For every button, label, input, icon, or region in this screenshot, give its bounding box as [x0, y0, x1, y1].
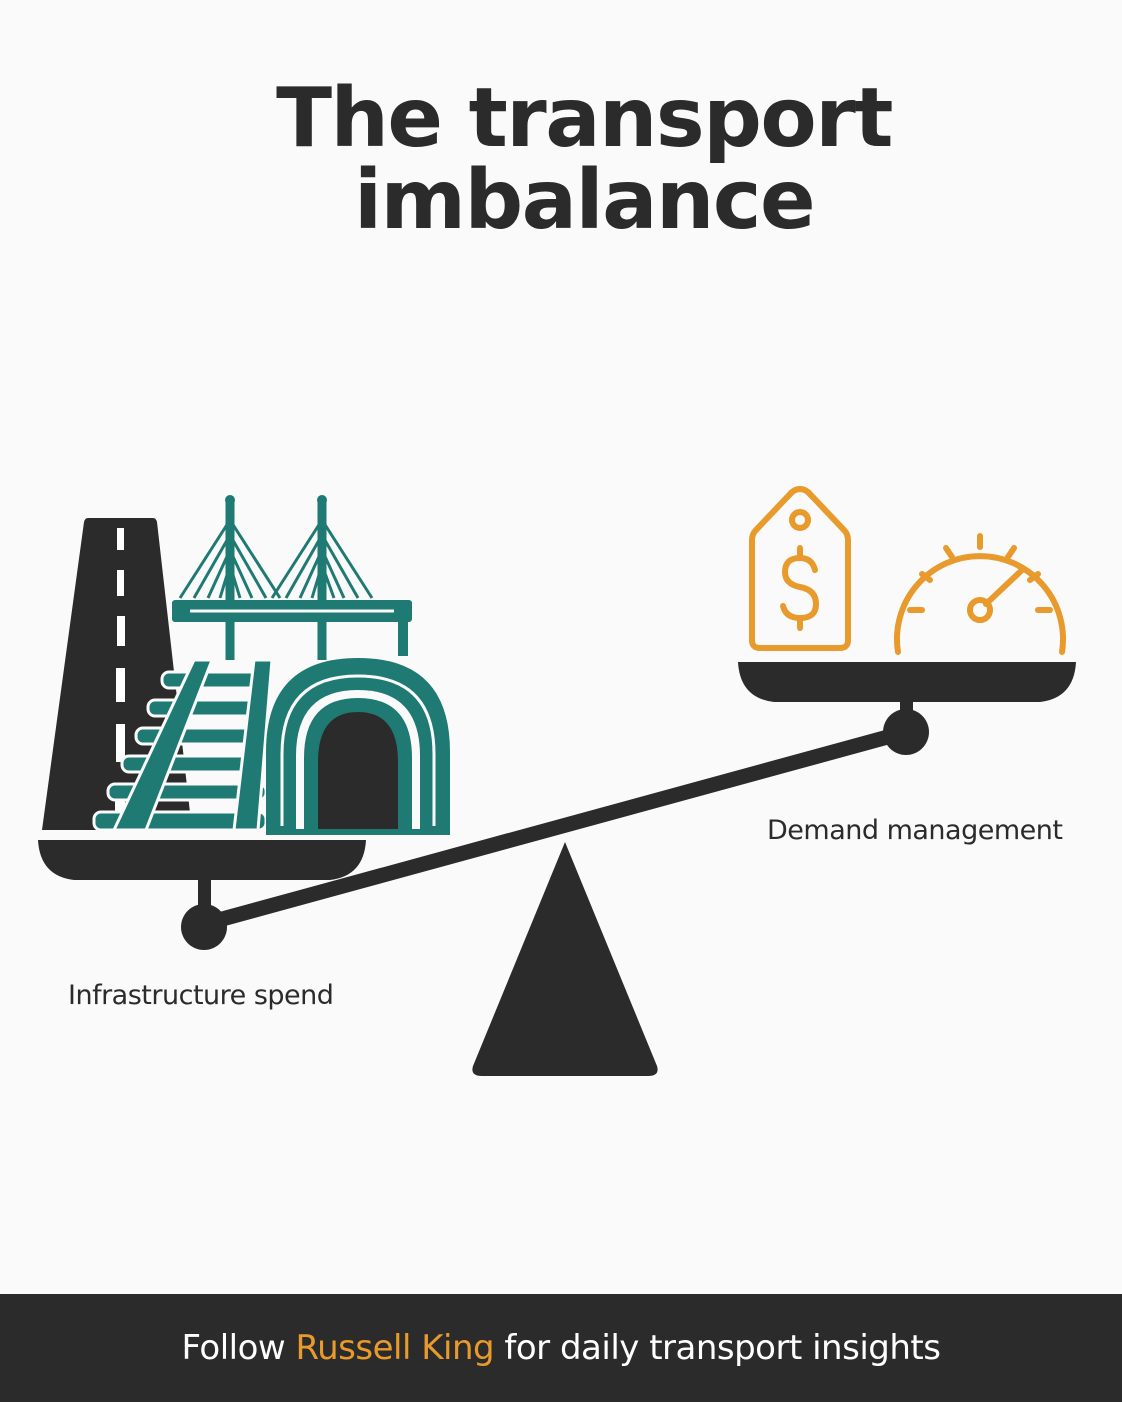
page-title: The transport imbalance [276, 71, 893, 248]
right-pivot [883, 709, 929, 755]
scale-beam [196, 724, 914, 932]
infrastructure-spend-label: Infrastructure spend [68, 980, 334, 1011]
cable-stayed-bridge-icon [172, 495, 412, 660]
footer-suffix: for daily transport insights [494, 1328, 941, 1368]
left-pivot [181, 904, 227, 950]
demand-management-label: Demand management [767, 815, 1063, 846]
scale-fulcrum [472, 842, 658, 1076]
footer-text: Follow Russell King for daily transport … [182, 1328, 941, 1368]
right-scale-pan [738, 662, 1076, 702]
author-name: Russell King [295, 1328, 495, 1368]
footer-banner: Follow Russell King for daily transport … [0, 1294, 1122, 1402]
speedometer-icon [894, 533, 1066, 655]
footer-prefix: Follow [181, 1328, 296, 1368]
left-scale-pan [38, 840, 366, 880]
balance-scale-illustration [38, 486, 1076, 1076]
price-tag-dollar-icon [749, 486, 851, 651]
tunnel-icon [266, 658, 450, 835]
